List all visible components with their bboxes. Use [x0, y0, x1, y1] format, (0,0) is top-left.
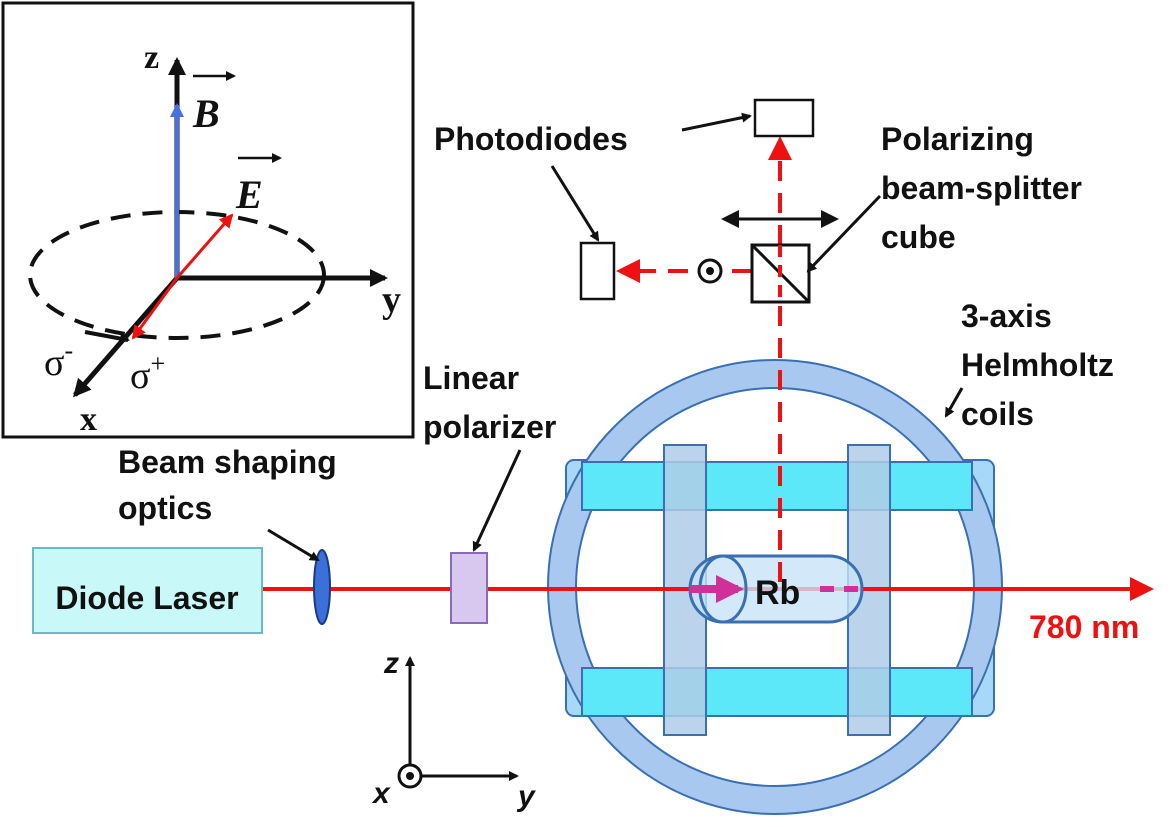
shaping-pointer: [267, 528, 320, 562]
linear-polarizer: [450, 552, 488, 624]
e-field-vector-back: [131, 277, 179, 340]
sigma-minus-arrow: [84, 330, 130, 344]
lab-y-label: y: [516, 780, 536, 813]
photodiodes-pointer-top: [681, 112, 752, 132]
lab-axes: z y x: [371, 647, 536, 813]
photodiode-top: [753, 98, 815, 138]
pbs-label-line3: cube: [881, 219, 956, 255]
shaping-label-line2: optics: [118, 490, 212, 526]
lab-x-axis-dot: [406, 772, 414, 780]
beam-shaping-lens: [313, 549, 331, 625]
lab-x-label: x: [371, 777, 391, 810]
cyan-coil-top: [581, 461, 973, 511]
inset-x-label: x: [80, 401, 97, 438]
diode-laser-box: [32, 547, 263, 634]
pbs-pointer: [806, 194, 882, 273]
sigma-plus-sup: +: [150, 349, 165, 378]
lab-z-label: z: [383, 647, 399, 680]
photodiodes-pointer-left: [550, 165, 600, 242]
inset-y-label: y: [382, 279, 401, 321]
photodiode-left: [579, 241, 616, 301]
polarization-out-of-page-symbol: [697, 258, 723, 284]
polarizer-pointer: [472, 449, 522, 552]
cyan-coil-bottom: [581, 667, 973, 717]
polarizer-label-line2: polarizer: [423, 409, 556, 445]
polarizer-label-line1: Linear: [423, 360, 519, 396]
inset-z-label: z: [144, 39, 159, 76]
b-field-label: B: [192, 91, 220, 136]
e-field-vector: [175, 213, 234, 279]
e-field-label: E: [235, 172, 263, 217]
coils-label-line1: 3-axis: [961, 298, 1052, 334]
photodiodes-label: Photodiodes: [434, 121, 628, 157]
diode-laser-label: Diode Laser: [55, 580, 238, 616]
wavelength-label: 780 nm: [1029, 609, 1139, 645]
coils-pointer: [944, 387, 964, 418]
sigma-minus-base: σ: [44, 342, 64, 384]
inset-panel: z y x B E σ- σ+: [1, 1, 415, 439]
coils-label-line2: Helmholtz: [961, 347, 1114, 383]
sigma-minus-label: σ-: [44, 336, 73, 384]
pbs-cube: [750, 243, 811, 304]
inset-border: [1, 1, 415, 439]
pbs-label-line1: Polarizing: [881, 121, 1034, 157]
out-of-page-dot: [706, 267, 714, 275]
rb-cell-label: Rb: [755, 574, 800, 612]
sigma-plus-label: σ+: [130, 349, 165, 397]
rb-vapor-cell: Rb: [688, 554, 864, 624]
sigma-minus-sup: -: [64, 336, 73, 365]
pbs-label-line2: beam-splitter: [881, 170, 1082, 206]
coils-label-line3: coils: [961, 396, 1034, 432]
shaping-label-line1: Beam shaping: [118, 444, 337, 480]
sigma-plus-base: σ: [130, 355, 150, 397]
